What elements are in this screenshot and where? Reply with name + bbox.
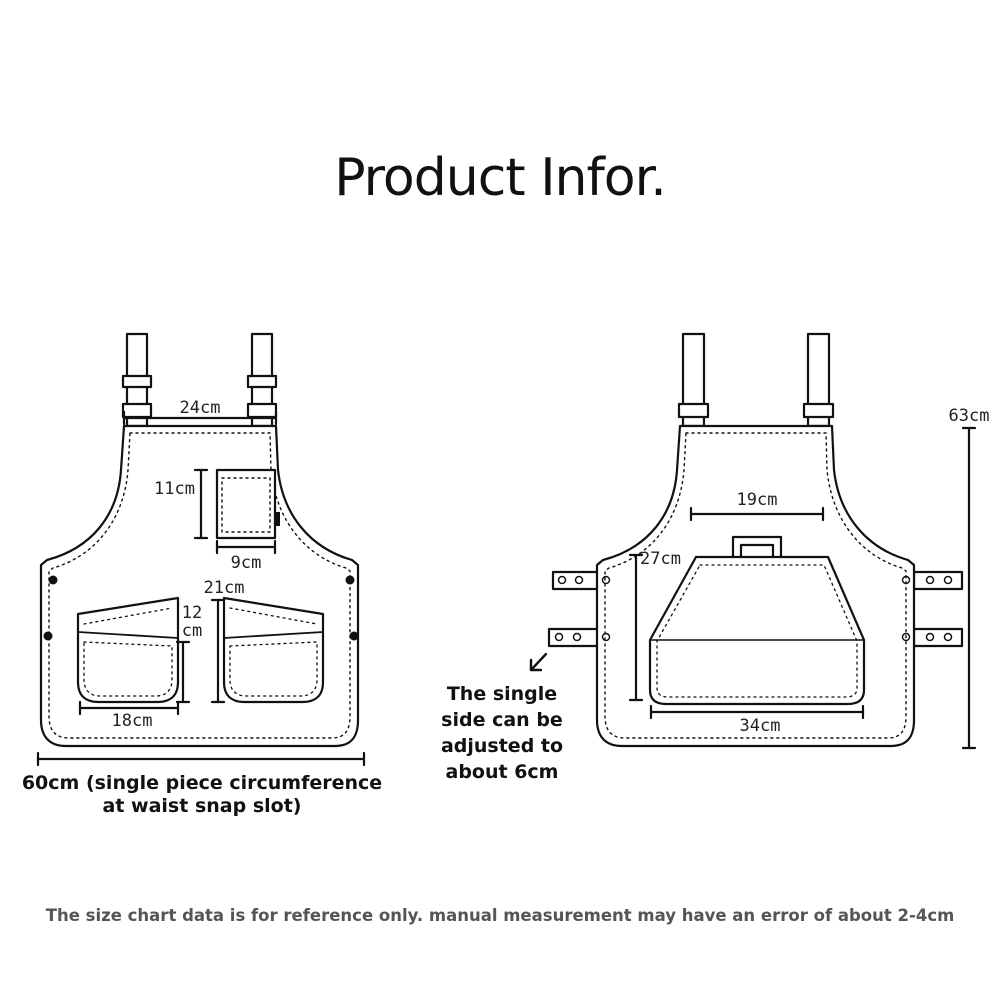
front-pocket-lower-height-value: 12 <box>182 603 202 623</box>
back-strap-left <box>677 332 710 428</box>
measurement-disclaimer: The size chart data is for reference onl… <box>45 906 955 925</box>
front-chest-pocket-height-label: 11cm <box>154 479 195 499</box>
front-snaps <box>43 575 359 641</box>
back-pocket-handle <box>731 535 783 559</box>
front-strap-left <box>121 332 153 428</box>
back-strap-right <box>802 332 835 428</box>
back-dimension-lines <box>628 426 977 750</box>
front-dimension-lines <box>36 410 366 767</box>
front-pocket-left <box>76 596 180 704</box>
adjust-note-line4: about 6cm <box>446 761 559 783</box>
back-total-height-label: 63cm <box>949 406 990 426</box>
back-eyelets <box>601 575 911 642</box>
back-pocket-width-label: 34cm <box>740 716 781 736</box>
front-strap-right <box>246 332 278 428</box>
front-apron <box>36 332 366 767</box>
adjust-note-line2: side can be <box>441 709 563 731</box>
front-chest-pocket <box>215 468 280 540</box>
adjust-note-line1: The single <box>447 683 557 705</box>
front-waist-label-line1: 60cm (single piece circumference <box>22 772 382 794</box>
adjust-note-line3: adjusted to <box>441 735 563 757</box>
back-pocket-height-label: 27cm <box>640 549 681 569</box>
front-waist-label-line2: at waist snap slot) <box>103 795 302 817</box>
front-chest-pocket-width-label: 9cm <box>231 553 262 573</box>
front-pocket-lower-height-unit: cm <box>182 621 202 641</box>
back-apron <box>547 332 977 750</box>
front-pocket-height-label: 21cm <box>204 578 245 598</box>
front-strap-spacing-label: 24cm <box>180 398 221 418</box>
adjust-arrow-icon <box>529 652 548 672</box>
back-pocket <box>648 555 866 706</box>
page-title: Product Infor. <box>334 148 667 208</box>
front-pocket-right <box>222 596 325 704</box>
front-pocket-width-label: 18cm <box>112 711 153 731</box>
back-handle-width-label: 19cm <box>737 490 778 510</box>
